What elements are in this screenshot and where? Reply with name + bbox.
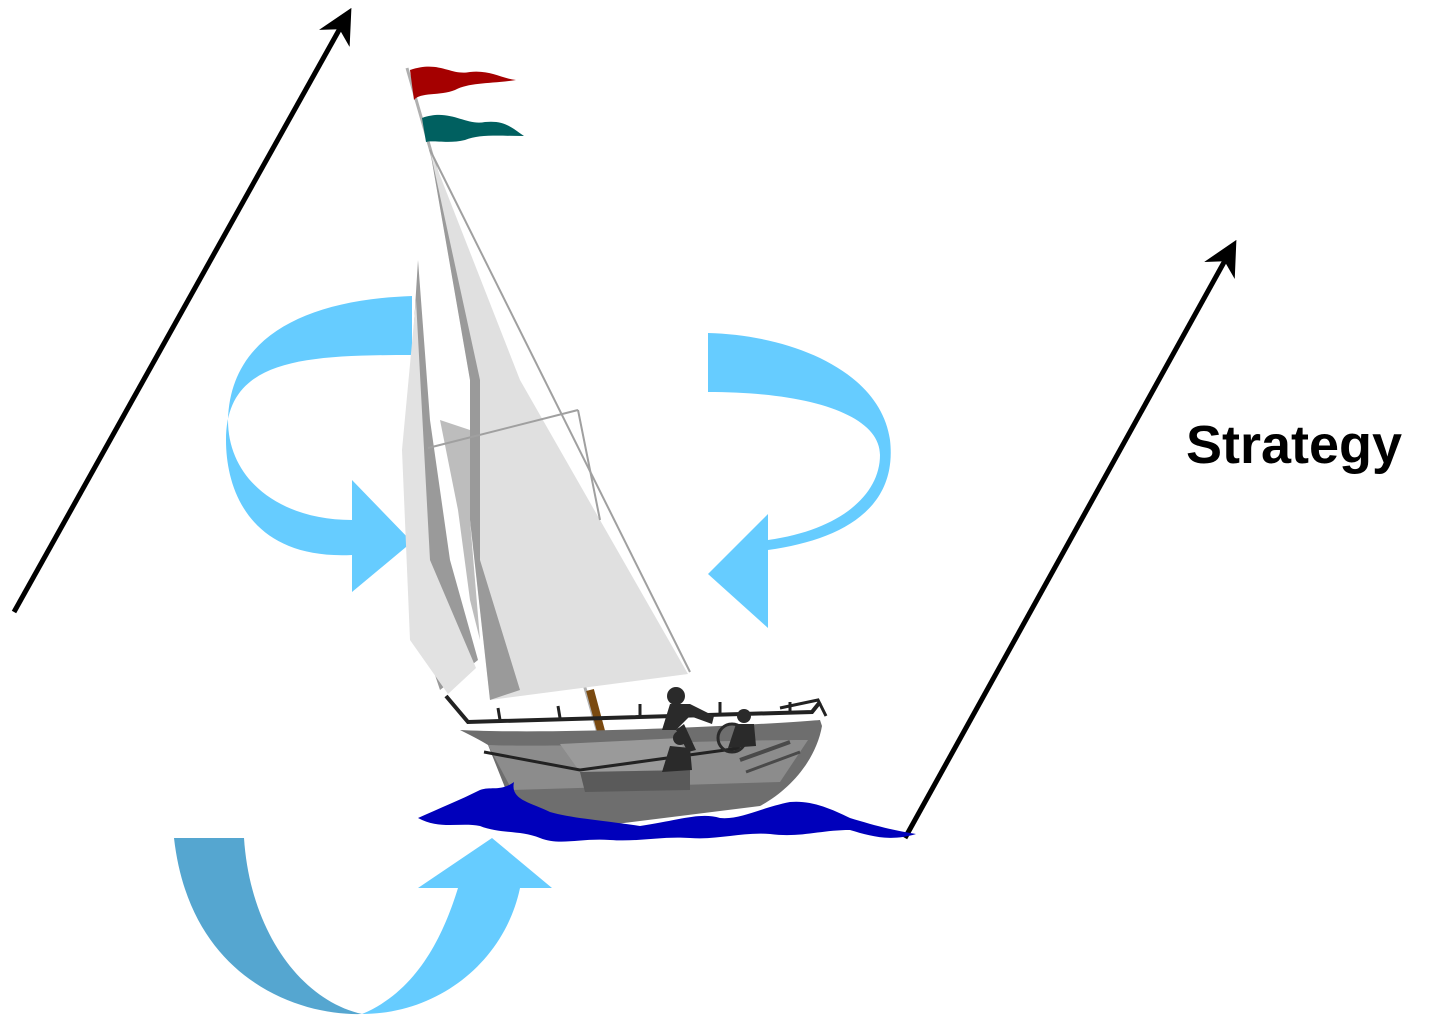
strategy-label: Strategy — [1186, 415, 1403, 475]
left-diagonal-arrow — [11, 7, 352, 614]
teal-flag-icon — [422, 114, 524, 142]
red-flag-icon — [410, 66, 516, 100]
right-diagonal-arrow — [902, 239, 1237, 840]
water-splash — [418, 782, 916, 842]
curved-arrow-icon-upper-left — [226, 296, 412, 592]
curved-arrow-icon-upper-right — [708, 333, 891, 628]
sailboat-icon — [402, 66, 916, 842]
curved-arrow-icon-bottom — [174, 838, 552, 1015]
crew-figures — [662, 687, 756, 772]
